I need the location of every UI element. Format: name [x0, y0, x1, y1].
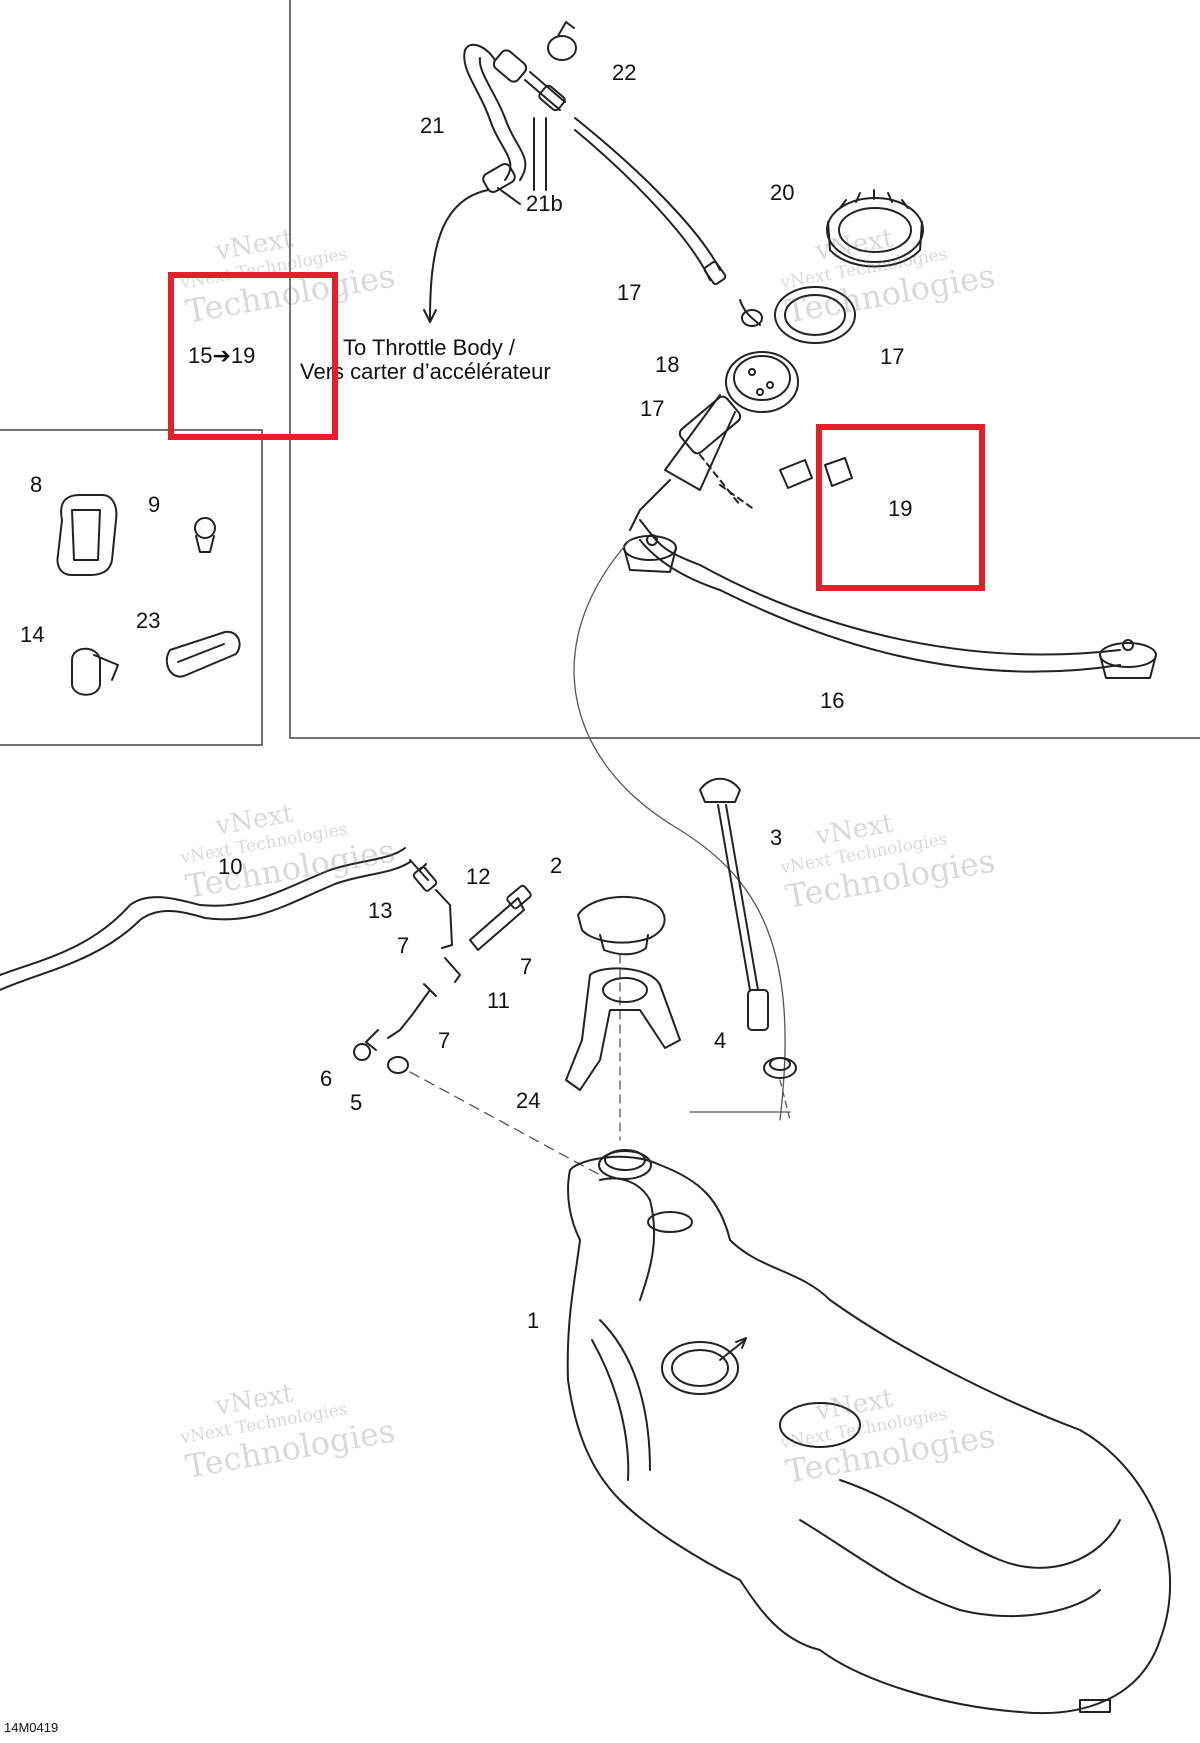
callout-21: 21: [420, 113, 445, 138]
range-note: 15➔19: [188, 343, 256, 368]
bracket-24: [565, 967, 681, 1091]
fuel-tank-1: [566, 1149, 1172, 1715]
callout-16: 16: [820, 688, 845, 713]
fuel-sender-3: [699, 777, 797, 1121]
callout-21b: 21b: [526, 191, 563, 216]
callout-2: 2: [550, 853, 563, 878]
callout-1: 1: [527, 1308, 540, 1333]
callout-22: 22: [612, 60, 637, 85]
highlight-box: [816, 424, 985, 591]
callout-11: 11: [487, 988, 510, 1013]
callout-3: 3: [770, 825, 783, 850]
gasket-17: [774, 286, 856, 344]
callout-17: 17: [640, 396, 665, 421]
callout-7: 7: [397, 933, 410, 958]
tee-fitting-assembly: [353, 859, 532, 1074]
guide-curve: [573, 539, 786, 1121]
callout-7: 7: [520, 954, 533, 979]
callout-24: 24: [516, 1088, 541, 1113]
small-parts: [56, 494, 241, 696]
vent-hose-10: [0, 847, 411, 991]
callout-9: 9: [148, 492, 161, 517]
clamp-22: [547, 21, 577, 61]
throttle-note-line1: To Throttle Body /: [343, 335, 516, 360]
fuel-pump-18: [629, 351, 799, 531]
callout-12: 12: [466, 864, 491, 889]
callout-8: 8: [30, 472, 43, 497]
vent-hose-16: [623, 519, 1157, 679]
throttle-arrow: [423, 117, 547, 323]
callout-10: 10: [218, 854, 243, 879]
leader-to-tank: [409, 1071, 601, 1176]
frame-lines: [0, 0, 1200, 746]
callout-19: 19: [888, 496, 913, 521]
lock-ring-20: [826, 189, 924, 268]
callout-20: 20: [770, 180, 795, 205]
callout-18: 18: [655, 352, 680, 377]
throttle-note-line2: Vers carter d’accélérateur: [300, 359, 551, 384]
callout-14: 14: [20, 622, 45, 647]
callout-13: 13: [368, 898, 393, 923]
callout-6: 6: [320, 1066, 333, 1091]
callout-17: 17: [880, 344, 905, 369]
fuel-hose-21: [463, 43, 763, 327]
highlight-box: [168, 272, 338, 440]
callout-17: 17: [617, 280, 642, 305]
callout-23: 23: [136, 608, 161, 633]
callout-4: 4: [714, 1028, 727, 1053]
callout-7: 7: [438, 1028, 451, 1053]
callout-5: 5: [350, 1090, 363, 1115]
filter-19: [699, 454, 853, 511]
drawing-code: 14M0419: [4, 1720, 59, 1735]
fuel-cap-2: [577, 895, 666, 1141]
